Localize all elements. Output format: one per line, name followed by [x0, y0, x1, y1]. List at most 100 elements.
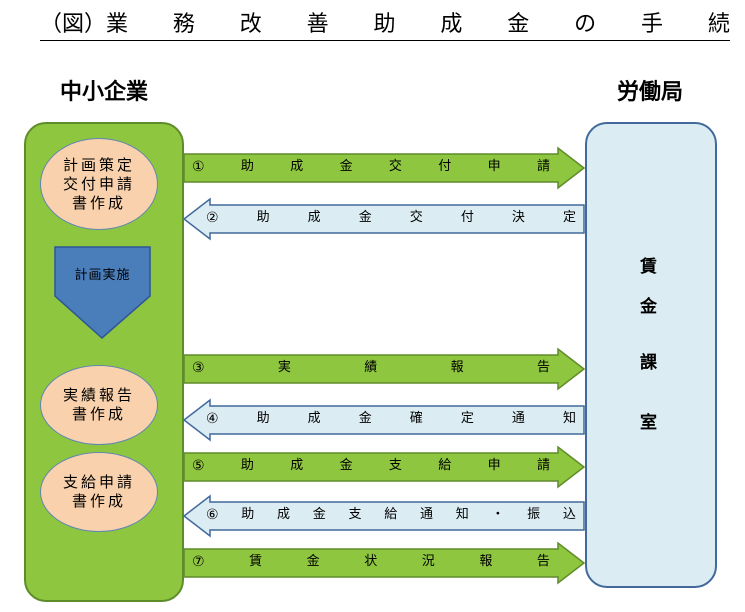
office-char: 課 — [640, 353, 657, 373]
arrow-char: 助 — [241, 507, 255, 522]
arrow-char: 給 — [384, 507, 398, 522]
arrow-char: 込 — [562, 507, 576, 522]
arrow-char: 交 — [409, 210, 423, 225]
arrow-2 — [182, 197, 585, 241]
arrow-char: 状 — [364, 554, 378, 569]
step-plan-application-oval: 計画策定 交付申請 書作成 — [40, 138, 158, 230]
plan-implementation-label: 計画実施 — [74, 268, 131, 283]
diagram-title: （図）業 務 改 善 助 成 金 の 手 続 — [40, 10, 730, 41]
arrow-label-4: ④ 助 成 金 確 定 通 知 — [206, 411, 576, 427]
arrow-char: 申 — [487, 159, 501, 174]
title-char: 助 — [373, 12, 396, 37]
arrow-char: 付 — [460, 210, 474, 225]
arrow-char: 金 — [358, 210, 372, 225]
arrow-char: 交 — [388, 159, 402, 174]
arrow-char: 告 — [536, 360, 550, 375]
arrow-4 — [182, 398, 585, 442]
oval-line: 実績報告 — [62, 386, 135, 404]
arrow-3 — [183, 347, 586, 391]
title-char: 成 — [440, 12, 463, 37]
party-right-label: 労働局 — [617, 80, 684, 105]
arrow-char: 金 — [358, 411, 372, 426]
labour-bureau-column — [585, 122, 717, 588]
step-payment-application-oval: 支給申請 書作成 — [40, 452, 158, 532]
arrow-char: 成 — [307, 411, 321, 426]
arrow-number: ⑥ — [206, 507, 219, 523]
arrow-char: 通 — [419, 507, 433, 522]
arrow-label-1: ① 助 成 金 交 付 申 請 — [192, 159, 550, 175]
arrow-char: 況 — [421, 554, 435, 569]
party-left-label: 中小企業 — [60, 80, 149, 105]
arrow-label-6: ⑥ 助 成 金 支 給 通 知 ・ 振 込 — [206, 507, 576, 523]
office-char: 室 — [640, 413, 657, 433]
arrow-char: 金 — [339, 458, 353, 473]
arrow-char: 助 — [256, 411, 270, 426]
arrow-char: 金 — [306, 554, 320, 569]
arrow-7 — [183, 541, 586, 585]
arrow-char: 報 — [450, 360, 464, 375]
plan-implementation-pentagon — [54, 246, 151, 340]
arrow-number: ⑦ — [192, 554, 205, 570]
office-char: 金 — [640, 297, 657, 317]
arrow-char: 成 — [277, 507, 291, 522]
arrow-number: ④ — [206, 411, 219, 427]
arrow-char: 定 — [562, 210, 576, 225]
arrow-char: 確 — [409, 411, 423, 426]
arrow-char: 知 — [455, 507, 469, 522]
arrow-char: 通 — [511, 411, 525, 426]
oval-line: 交付申請 — [62, 174, 135, 193]
arrow-char: 成 — [290, 458, 304, 473]
title-char: 務 — [172, 12, 195, 37]
arrow-char: 申 — [487, 458, 501, 473]
arrow-number: ⑤ — [192, 458, 205, 474]
title-char: 改 — [239, 12, 262, 37]
arrow-char: ・ — [491, 507, 505, 522]
arrow-char: 績 — [364, 360, 378, 375]
title-char: 手 — [641, 12, 664, 37]
arrow-char: 支 — [388, 458, 402, 473]
arrow-char: 助 — [256, 210, 270, 225]
arrow-label-3: ③ 実 績 報 告 — [192, 360, 550, 376]
arrow-number: ① — [192, 159, 205, 175]
oval-line: 支給申請 — [62, 473, 135, 491]
arrow-char: 報 — [479, 554, 493, 569]
arrow-6 — [182, 494, 585, 538]
arrow-char: 知 — [562, 411, 576, 426]
arrow-char: 金 — [312, 507, 326, 522]
title-char: 続 — [707, 12, 730, 37]
arrow-number: ② — [206, 210, 219, 226]
arrow-char: 実 — [277, 360, 291, 375]
arrow-char: 賃 — [249, 554, 263, 569]
arrow-char: 支 — [348, 507, 362, 522]
oval-line: 書作成 — [71, 405, 126, 423]
title-char: 金 — [507, 12, 530, 37]
arrow-char: 助 — [240, 159, 254, 174]
arrow-char: 給 — [438, 458, 452, 473]
title-char: の — [574, 12, 597, 37]
arrow-label-2: ② 助 成 金 交 付 決 定 — [206, 210, 576, 226]
arrow-label-5: ⑤ 助 成 金 支 給 申 請 — [192, 458, 550, 474]
arrow-char: 請 — [536, 458, 550, 473]
arrow-char: 請 — [536, 159, 550, 174]
title-char: 善 — [306, 12, 329, 37]
arrow-char: 告 — [536, 554, 550, 569]
arrow-label-7: ⑦ 賃 金 状 況 報 告 — [192, 554, 550, 570]
title-char: （図）業 — [40, 12, 129, 37]
arrow-5 — [183, 445, 586, 489]
arrow-char: 振 — [527, 507, 541, 522]
arrow-char: 決 — [511, 210, 525, 225]
oval-line: 書作成 — [71, 193, 126, 212]
oval-line: 計画策定 — [62, 155, 135, 174]
arrow-1 — [183, 146, 586, 190]
arrow-char: 成 — [290, 159, 304, 174]
arrow-char: 助 — [240, 458, 254, 473]
step-result-report-oval: 実績報告 書作成 — [40, 365, 158, 445]
arrow-char: 定 — [460, 411, 474, 426]
arrow-number: ③ — [192, 360, 205, 376]
office-char: 賃 — [640, 257, 657, 277]
oval-line: 書作成 — [71, 492, 126, 510]
arrow-char: 金 — [339, 159, 353, 174]
arrow-char: 付 — [438, 159, 452, 174]
arrow-char: 成 — [307, 210, 321, 225]
